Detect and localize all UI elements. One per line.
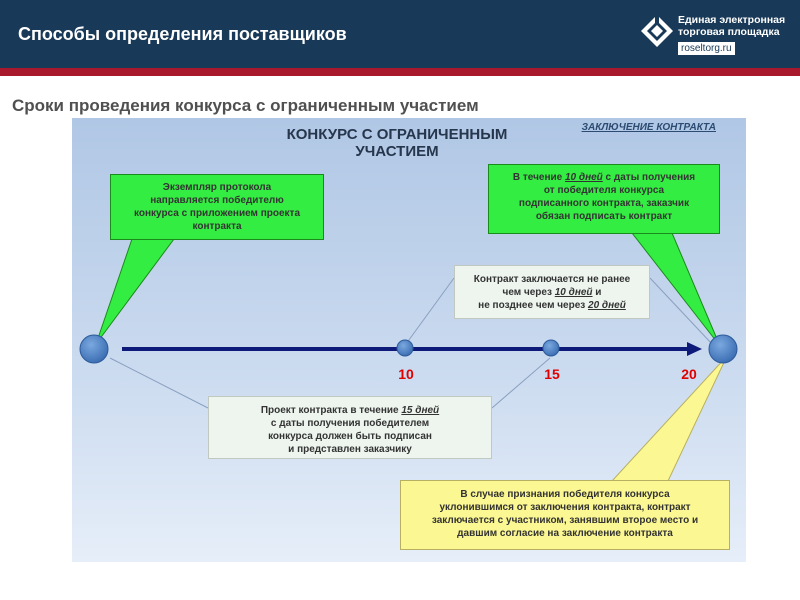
- term-line-1: Контракт заключается не ранее: [473, 274, 631, 285]
- evasion-callout: В случае признания победителя конкурса у…: [400, 480, 730, 550]
- header-stripe: [0, 68, 800, 76]
- diagram-title: КОНКУРС С ОГРАНИЧЕННЫМ УЧАСТИЕМ: [286, 126, 508, 160]
- term-connector-left: [405, 277, 455, 345]
- sign-deadline-callout: В течение 10 дней с даты получения от по…: [488, 164, 720, 234]
- tick-label-10: 10: [398, 366, 414, 382]
- draft-contract-callout: Проект контракта в течение 15 дней с дат…: [208, 396, 492, 459]
- logo-emblem-icon: [641, 15, 673, 47]
- contract-term-callout: Контракт заключается не ранее чем через 1…: [454, 265, 650, 319]
- sign-text-pre: В течение: [512, 172, 565, 183]
- timeline-dot-15: [542, 339, 560, 357]
- term-line-2-pre: чем через: [502, 287, 555, 298]
- draft-days: 15 дней: [401, 405, 440, 416]
- tick-label-20: 20: [681, 366, 697, 382]
- page-title: Способы определения поставщиков: [18, 24, 347, 44]
- logo-text: Единая электронная торговая площадка: [678, 14, 786, 38]
- logo-url-link[interactable]: roseltorg.ru: [678, 42, 735, 55]
- timeline-dot-10: [396, 339, 414, 357]
- tick-label-15: 15: [544, 366, 560, 382]
- term-line-3-pre: не позднее чем через: [478, 300, 589, 311]
- slide-subtitle: Сроки проведения конкурса с ограниченным…: [12, 96, 479, 115]
- stage-label: ЗАКЛЮЧЕНИЕ КОНТРАКТА: [581, 122, 716, 133]
- term-line-2-post: и: [592, 287, 602, 298]
- draft-connector-right: [491, 357, 551, 409]
- timeline-arrowhead: [687, 342, 702, 356]
- roseltorg-logo: Единая электронная торговая площадка ros…: [640, 10, 800, 62]
- timeline-end-dot: [708, 334, 738, 364]
- timeline-start-dot: [79, 334, 109, 364]
- sign-days: 10 дней: [564, 172, 603, 183]
- term-days-min: 10 дней: [554, 287, 593, 298]
- draft-text-pre: Проект контракта в течение: [260, 405, 402, 416]
- protocol-callout-pointer: [95, 238, 175, 345]
- diagram-panel: ЗАКЛЮЧЕНИЕ КОНТРАКТА КОНКУРС С ОГРАНИЧЕН…: [72, 118, 746, 562]
- protocol-callout: Экземпляр протокола направляется победит…: [110, 174, 324, 240]
- draft-connector-left: [109, 357, 209, 409]
- term-connector-right: [649, 277, 713, 345]
- draft-text-post: с даты получения победителем конкурса до…: [268, 418, 432, 455]
- term-days-max: 20 дней: [588, 300, 626, 311]
- sign-text-post: с даты получения от победителя конкурса …: [518, 172, 696, 222]
